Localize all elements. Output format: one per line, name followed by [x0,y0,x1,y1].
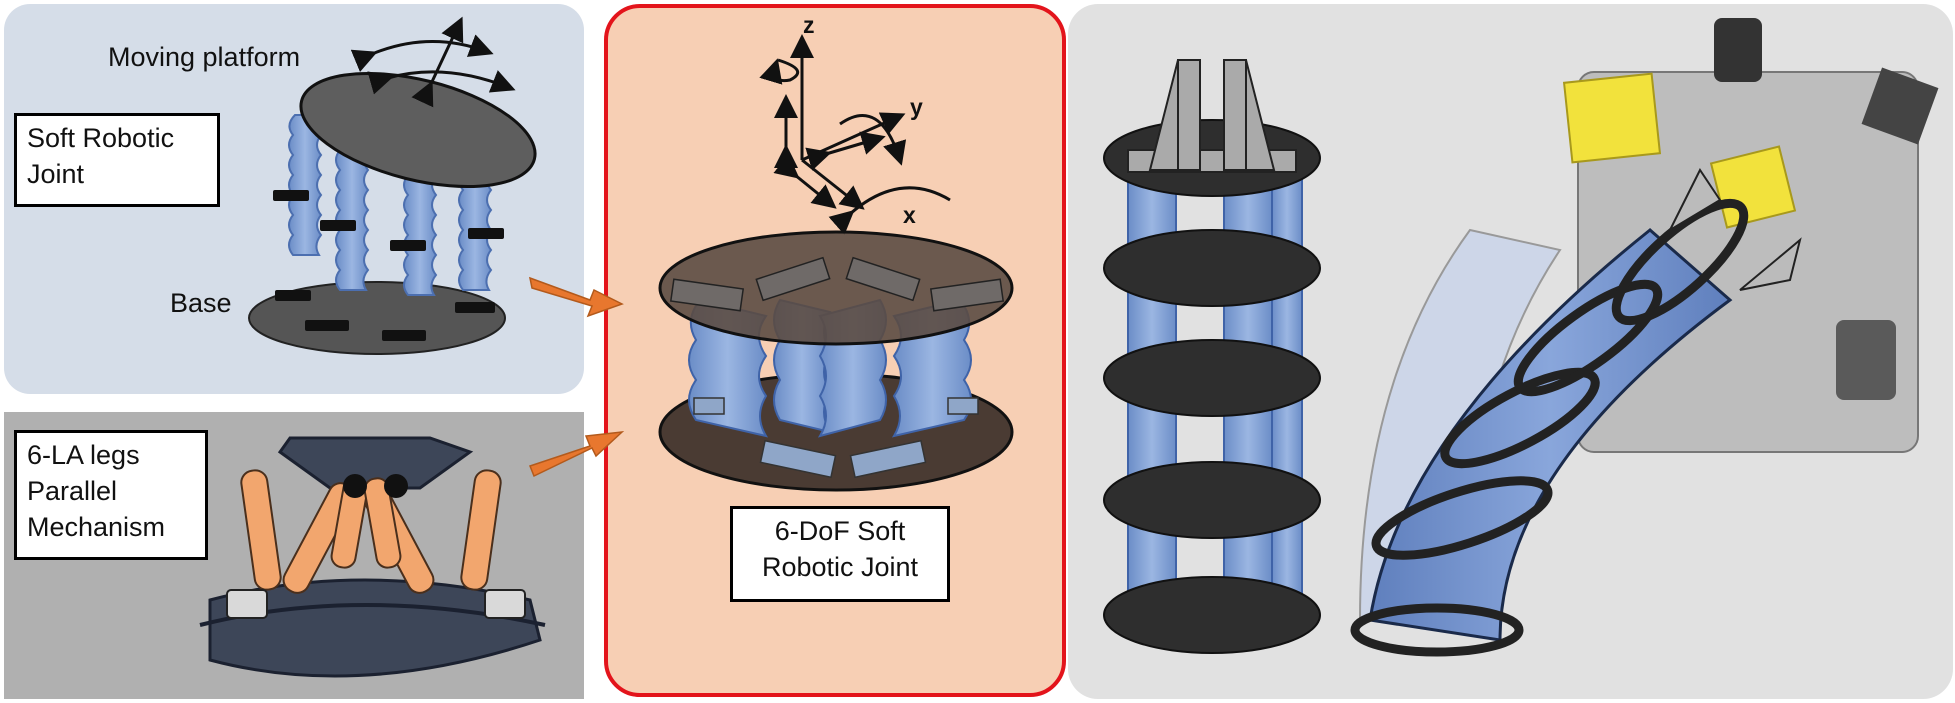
base-label: Base [170,288,232,318]
arrow-soft-to-joint [529,276,624,318]
moving-platform-label: Moving platform [108,42,301,72]
axis-y-label: y [910,94,923,120]
orange-arrows [529,276,625,478]
parallel-top-platform [277,436,474,490]
stacked-joints-illustration [1103,59,1321,654]
platform-motion-arrows-icon [350,16,516,108]
parallel-mechanism-label: 6-LA legs Parallel Mechanism [14,430,208,560]
six-dof-joint-label: 6-DoF Soft Robotic Joint [730,506,950,602]
leg-rings [273,190,504,341]
axis-z-label: z [803,12,815,38]
soft-robotic-joint-label: Soft Robotic Joint [14,113,220,207]
base-plate [248,281,506,355]
arrow-parallel-to-joint [529,431,625,478]
soft-joint-illustration [248,16,537,355]
soft-arm-manipulation-illustration [1350,18,1939,657]
six-dof-joint-illustration [658,34,1014,492]
parallel-base [208,578,542,678]
gripper-top [1127,59,1297,173]
parallel-mechanism-illustration [199,436,546,678]
coordinate-axes-icon [759,34,951,235]
actuator-legs [240,469,502,594]
axis-x-label: x [903,202,916,228]
joint-balls [343,474,408,498]
